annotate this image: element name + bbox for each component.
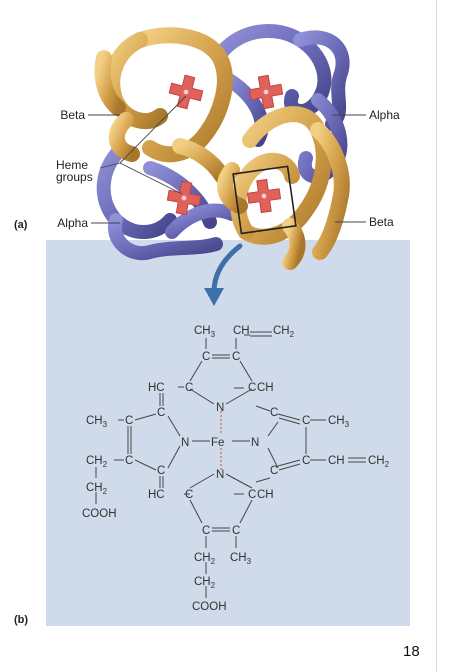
n-left: N (181, 437, 189, 449)
c-top-right: C (232, 351, 240, 363)
ch3-top-sub: 3 (211, 330, 216, 339)
label-beta-right: Beta (369, 215, 394, 229)
label-heme-line1: Heme (56, 158, 88, 172)
ch-vinyl-top: CH (233, 325, 250, 337)
hc-lower-left: HC (148, 489, 165, 501)
c-left-inner-bottom: C (157, 465, 165, 477)
heme-group-bottom-left (166, 180, 202, 216)
c-right-inner-top: C (270, 407, 278, 419)
c-left-outer-top: C (125, 415, 133, 427)
svg-text:CH2: CH2 (86, 482, 108, 496)
ch2-left: CH (86, 455, 103, 467)
label-heme-line2: groups (56, 170, 93, 184)
n-top: N (216, 402, 224, 414)
ch3-top: CH (194, 325, 211, 337)
c-right-outer-top: C (302, 415, 310, 427)
ch2-left-lower: CH (86, 482, 103, 494)
c-lower-right: C (248, 489, 256, 501)
label-alpha-left: Alpha (57, 216, 88, 230)
ch-lower-right: CH (257, 489, 274, 501)
hc-upper-left: HC (148, 382, 165, 394)
heme-group-top-right (248, 74, 284, 110)
beta-chain-right (217, 106, 350, 270)
heme-group-top-left (168, 74, 204, 110)
svg-text:CH2: CH2 (194, 576, 216, 590)
callout-lines (88, 95, 366, 224)
part-a-label: (a) (14, 219, 28, 231)
ch2-bottom-sub: 2 (211, 557, 216, 566)
bond-lines (95, 331, 366, 598)
c-upper-left: C (185, 382, 193, 394)
ch-upper-right: CH (257, 382, 274, 394)
svg-text:CH2: CH2 (368, 455, 390, 469)
ch2-vinyl-right-sub: 2 (385, 460, 390, 469)
ch3-right: CH (328, 415, 345, 427)
c-left-inner-top: C (157, 407, 165, 419)
ch2-left-sub: 2 (103, 460, 108, 469)
panel-b-background (46, 240, 410, 626)
c-upper-right: C (248, 382, 256, 394)
ch3-right-sub: 3 (345, 420, 350, 429)
heme-highlight-box (232, 165, 297, 235)
cooh-bottom: COOH (192, 601, 227, 613)
n-right: N (251, 437, 259, 449)
c-right-inner-bottom: C (270, 465, 278, 477)
ch2-bottom-lower-sub: 2 (211, 581, 216, 590)
svg-text:CH3: CH3 (194, 325, 216, 339)
heme-group-bottom-right (246, 178, 282, 214)
c-right-outer-bottom: C (302, 455, 310, 467)
ch3-left-sub: 3 (103, 420, 108, 429)
svg-text:CH3: CH3 (328, 415, 350, 429)
hemoglobin-model (94, 23, 350, 270)
ch2-vinyl-top-sub: 2 (290, 330, 295, 339)
beta-chain-left (94, 27, 233, 184)
ch3-bottom-sub: 3 (247, 557, 252, 566)
page-number: 18 (403, 643, 420, 660)
c-bottom-right: C (232, 525, 240, 537)
ch2-bottom-lower: CH (194, 576, 211, 588)
ch3-bottom: CH (230, 552, 247, 564)
ch-vinyl-right: CH (328, 455, 345, 467)
svg-text:CH3: CH3 (230, 552, 252, 566)
part-b-label: (b) (14, 614, 29, 626)
ch2-left-lower-sub: 2 (103, 487, 108, 496)
ch2-vinyl-right: CH (368, 455, 385, 467)
svg-text:CH2: CH2 (194, 552, 216, 566)
page-divider (436, 0, 437, 672)
svg-text:CH2: CH2 (86, 455, 108, 469)
ch2-bottom: CH (194, 552, 211, 564)
svg-text:CH2: CH2 (273, 325, 295, 339)
n-bottom: N (216, 469, 224, 481)
ch3-left: CH (86, 415, 103, 427)
label-alpha-right: Alpha (369, 108, 400, 122)
c-top-left: C (202, 351, 210, 363)
label-beta-left: Beta (60, 108, 85, 122)
c-lower-left: C (185, 489, 193, 501)
cooh-left: COOH (82, 508, 117, 520)
c-left-outer-bottom: C (125, 455, 133, 467)
c-bottom-left: C (202, 525, 210, 537)
curved-arrow-icon (204, 243, 243, 306)
fe-atom: Fe (211, 437, 224, 449)
svg-text:CH3: CH3 (86, 415, 108, 429)
ch2-vinyl-top: CH (273, 325, 290, 337)
heme-structure: CH3 CH CH2 C C HC C C CH N CH3 C C N Fe … (82, 325, 390, 613)
